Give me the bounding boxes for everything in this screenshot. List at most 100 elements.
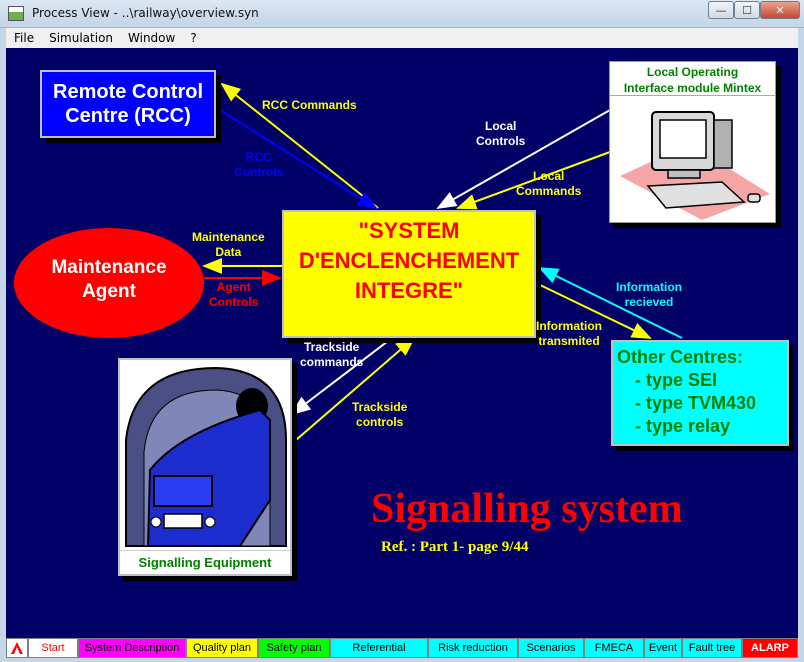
signalling-equipment-label: Signalling Equipment xyxy=(120,550,290,574)
local-controls-arrow xyxy=(436,109,611,209)
agent-controls-line1: Agent xyxy=(216,280,251,294)
page-heading: Signalling system xyxy=(371,486,683,532)
mouse xyxy=(747,193,761,203)
tab-risk-reduction[interactable]: Risk reduction xyxy=(428,638,518,658)
tab-start[interactable]: Start xyxy=(28,638,78,658)
trackside-commands-line1: Trackside xyxy=(303,340,360,354)
local-commands-label: Local Commands xyxy=(516,169,581,199)
maintenance-data-label: Maintenance Data xyxy=(192,230,265,260)
tab-quality-plan[interactable]: Quality plan xyxy=(186,638,258,658)
rcc-controls-label: RCC Controls xyxy=(234,150,283,180)
trackside-controls-label: Trackside controls xyxy=(352,400,407,430)
trackside-controls-line1: Trackside xyxy=(352,400,408,414)
monitor-side xyxy=(713,119,733,169)
rcc-commands-label: RCC Commands xyxy=(262,98,357,112)
app-icon[interactable] xyxy=(8,6,24,21)
train-tunnel-illustration xyxy=(125,366,287,547)
tab-system-description[interactable]: System Description xyxy=(78,638,186,658)
rcc-commands-arrow xyxy=(220,82,379,209)
trackside-controls-arrow xyxy=(295,336,416,441)
trackside-controls-line2: controls xyxy=(356,415,404,429)
rcc-title-line1: Remote Control xyxy=(53,81,203,103)
other-centres-tvm430: - type TVM430 xyxy=(635,393,757,413)
agent-controls-line2: Controls xyxy=(209,295,259,309)
signalling-equipment-box[interactable]: Signalling Equipment xyxy=(118,358,292,576)
tab-alarp[interactable]: ALARP xyxy=(742,638,798,658)
rcc-box[interactable]: Remote Control Centre (RCC) xyxy=(40,70,216,138)
minimize-button[interactable]: — xyxy=(708,1,734,19)
information-transmited-line1: Information xyxy=(536,319,602,333)
information-recieved-line1: Information xyxy=(616,280,682,294)
local-controls-label: Local Controls xyxy=(476,119,525,149)
sei-title-line1: "SYSTEM xyxy=(358,218,460,243)
bottom-tab-bar: Start System Description Quality plan Sa… xyxy=(6,638,798,658)
mintex-title-line2: Interface module Mintex xyxy=(623,81,762,95)
other-centres-box[interactable]: Other Centres: - type SEI - type TVM430 … xyxy=(611,340,789,446)
information-recieved-line2: recieved xyxy=(624,295,674,309)
tab-event[interactable]: Event xyxy=(644,638,682,658)
rcc-title-line2: Centre (RCC) xyxy=(65,105,191,127)
train-grill xyxy=(163,513,203,529)
monitor-screen xyxy=(659,119,707,159)
maintenance-agent-ellipse[interactable]: Maintenance Agent xyxy=(14,228,204,338)
information-recieved-arrow xyxy=(538,267,683,339)
local-commands-line2: Commands xyxy=(516,184,582,198)
arrow-layer xyxy=(202,82,683,441)
menu-help[interactable]: ? xyxy=(190,31,197,45)
trackside-commands-label: Trackside commands xyxy=(300,340,363,370)
menu-simulation[interactable]: Simulation xyxy=(49,31,114,45)
tab-referential[interactable]: Referential xyxy=(330,638,428,658)
maximize-button[interactable]: ☐ xyxy=(734,1,760,19)
rcc-controls-arrow xyxy=(219,109,378,210)
title-bar: Process View - ..\railway\overview.syn —… xyxy=(0,0,804,28)
rcc-controls-line1: RCC xyxy=(245,150,272,164)
agent-title-line1: Maintenance xyxy=(51,257,167,278)
trackside-commands-arrow xyxy=(290,337,393,416)
maintenance-data-line2: Data xyxy=(215,245,242,259)
window-frame-left xyxy=(0,48,6,662)
window-frame-right xyxy=(798,48,804,662)
local-controls-line2: Controls xyxy=(476,134,526,148)
trackside-commands-line2: commands xyxy=(300,355,364,369)
mintex-title: Local Operating Interface module Mintex xyxy=(610,62,775,96)
train-light-left xyxy=(150,516,162,528)
sei-box[interactable]: "SYSTEM D'ENCLENCHEMENT INTEGRE" xyxy=(282,210,536,338)
logo-glyph xyxy=(11,642,23,654)
logo-icon[interactable] xyxy=(6,638,28,658)
window-frame-bottom xyxy=(0,658,804,662)
other-centres-relay: - type relay xyxy=(635,416,731,436)
maintenance-data-line1: Maintenance xyxy=(192,230,265,244)
close-button[interactable]: ✕ xyxy=(760,1,800,19)
other-centres-sei: - type SEI xyxy=(635,370,718,390)
tab-fmeca[interactable]: FMECA xyxy=(584,638,644,658)
mintex-box[interactable]: Local Operating Interface module Mintex xyxy=(609,61,776,223)
tab-safety-plan[interactable]: Safety plan xyxy=(258,638,330,658)
tab-fault-tree[interactable]: Fault tree xyxy=(682,638,742,658)
menu-bar: File Simulation Window ? xyxy=(6,28,798,48)
sei-title-line2: D'ENCLENCHEMENT xyxy=(298,248,520,273)
diagram-canvas: Remote Control Centre (RCC) Maintenance … xyxy=(6,48,798,638)
menu-file[interactable]: File xyxy=(14,31,35,45)
information-transmited-line2: transmited xyxy=(538,334,600,348)
page-reference: Ref. : Part 1- page 9/44 xyxy=(381,539,529,555)
monitor-base xyxy=(667,169,701,179)
sei-title-line3: INTEGRE" xyxy=(354,278,464,303)
information-transmited-arrow xyxy=(537,283,652,339)
information-transmited-label: Information transmited xyxy=(536,319,602,349)
local-commands-line1: Local xyxy=(533,169,565,183)
menu-window[interactable]: Window xyxy=(128,31,176,45)
train-light-right xyxy=(204,516,216,528)
local-commands-arrow xyxy=(456,151,611,210)
agent-controls-label: Agent Controls xyxy=(209,280,258,310)
information-recieved-label: Information recieved xyxy=(616,280,682,310)
computer-illustration xyxy=(620,111,770,220)
train-window xyxy=(153,475,213,507)
other-centres-title: Other Centres: xyxy=(617,347,744,367)
agent-title-line2: Agent xyxy=(82,281,136,302)
local-controls-line1: Local xyxy=(485,119,517,133)
keyboard xyxy=(646,181,746,209)
tab-scenarios[interactable]: Scenarios xyxy=(518,638,584,658)
window-title: Process View - ..\railway\overview.syn xyxy=(32,6,259,20)
rcc-controls-line2: Controls xyxy=(234,165,284,179)
mintex-title-line1: Local Operating xyxy=(646,65,739,79)
